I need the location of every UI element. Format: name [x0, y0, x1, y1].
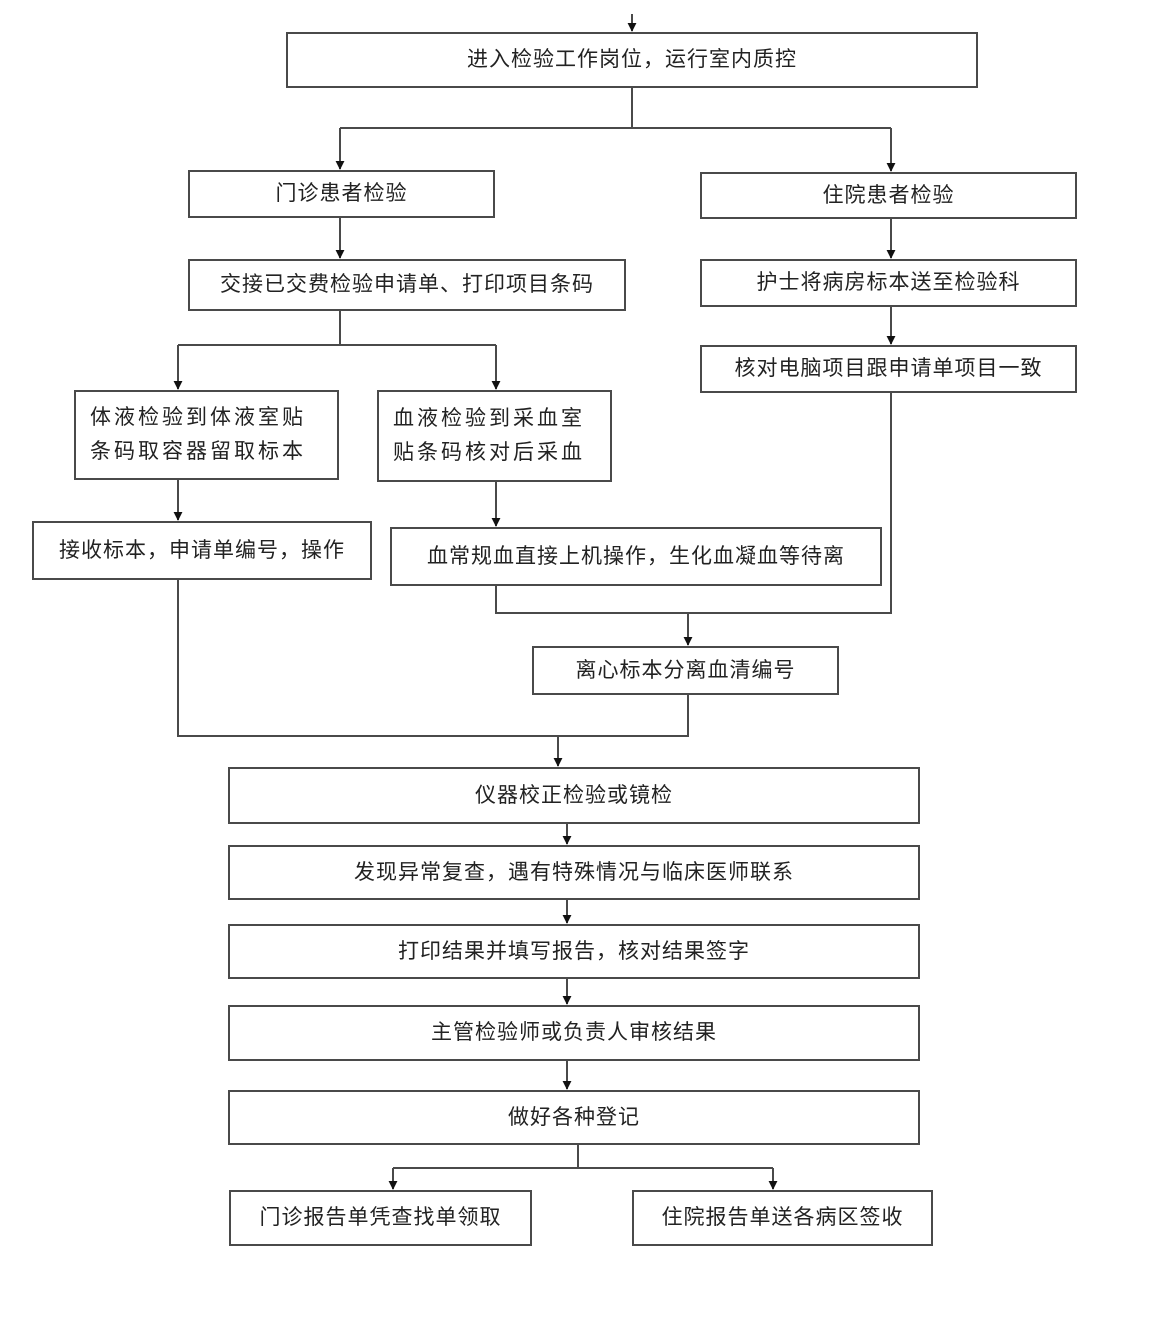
node-label: 住院患者检验 — [822, 182, 955, 207]
node-label: 血液检验到采血室贴条码核对后采血 — [393, 406, 585, 464]
connector-registration-split — [393, 1145, 773, 1169]
connector-centrifuge-down — [558, 695, 689, 737]
connector-receive-down — [177, 580, 558, 737]
node-calibration: 仪器校正检验或镜检 — [228, 767, 920, 824]
node-blood-routine: 血常规血直接上机操作，生化血凝血等待离 — [390, 527, 882, 586]
connector-start-split — [340, 88, 891, 129]
node-registration: 做好各种登记 — [228, 1090, 920, 1145]
node-outpatient-test: 门诊患者检验 — [188, 170, 495, 218]
node-label: 住院报告单送各病区签收 — [661, 1205, 904, 1230]
connector-verify-down — [688, 393, 892, 614]
node-label: 离心标本分离血清编号 — [575, 657, 796, 682]
node-centrifuge: 离心标本分离血清编号 — [532, 646, 839, 695]
node-blood-test: 血液检验到采血室贴条码核对后采血 — [377, 390, 612, 482]
node-outpatient-handover: 交接已交费检验申请单、打印项目条码 — [188, 259, 626, 311]
node-label: 门诊报告单凭查找单领取 — [259, 1205, 502, 1230]
node-supervisor-review: 主管检验师或负责人审核结果 — [228, 1005, 920, 1061]
node-label: 做好各种登记 — [508, 1104, 640, 1129]
node-label: 体液检验到体液室贴条码取容器留取标本 — [90, 405, 306, 463]
node-verify-items: 核对电脑项目跟申请单项目一致 — [700, 345, 1077, 393]
node-inpatient-report: 住院报告单送各病区签收 — [632, 1190, 933, 1246]
node-label: 接收标本，申请单编号，操作 — [59, 537, 345, 562]
node-label: 核对电脑项目跟申请单项目一致 — [734, 356, 1043, 381]
node-label: 打印结果并填写报告，核对结果签字 — [398, 938, 750, 963]
node-body-fluid: 体液检验到体液室贴条码取容器留取标本 — [74, 390, 339, 480]
node-start-qc: 进入检验工作岗位，运行室内质控 — [286, 32, 978, 88]
node-abnormal-recheck: 发现异常复查，遇有特殊情况与临床医师联系 — [228, 845, 920, 900]
node-label: 护士将病房标本送至检验科 — [756, 270, 1021, 295]
node-outpatient-report: 门诊报告单凭查找单领取 — [229, 1190, 532, 1246]
node-label: 仪器校正检验或镜检 — [475, 782, 673, 807]
connector-handover-split — [178, 311, 496, 346]
node-label: 血常规血直接上机操作，生化血凝血等待离 — [427, 543, 845, 568]
node-label: 主管检验师或负责人审核结果 — [431, 1020, 717, 1045]
node-label: 交接已交费检验申请单、打印项目条码 — [220, 272, 594, 297]
node-nurse-delivery: 护士将病房标本送至检验科 — [700, 259, 1077, 307]
node-label: 门诊患者检验 — [275, 181, 408, 206]
node-label: 进入检验工作岗位，运行室内质控 — [467, 47, 797, 72]
node-print-report: 打印结果并填写报告，核对结果签字 — [228, 924, 920, 979]
node-receive-specimen: 接收标本，申请单编号，操作 — [32, 521, 372, 580]
node-label: 发现异常复查，遇有特殊情况与临床医师联系 — [354, 859, 794, 884]
node-inpatient-test: 住院患者检验 — [700, 172, 1077, 219]
connector-routine-down — [495, 586, 688, 614]
